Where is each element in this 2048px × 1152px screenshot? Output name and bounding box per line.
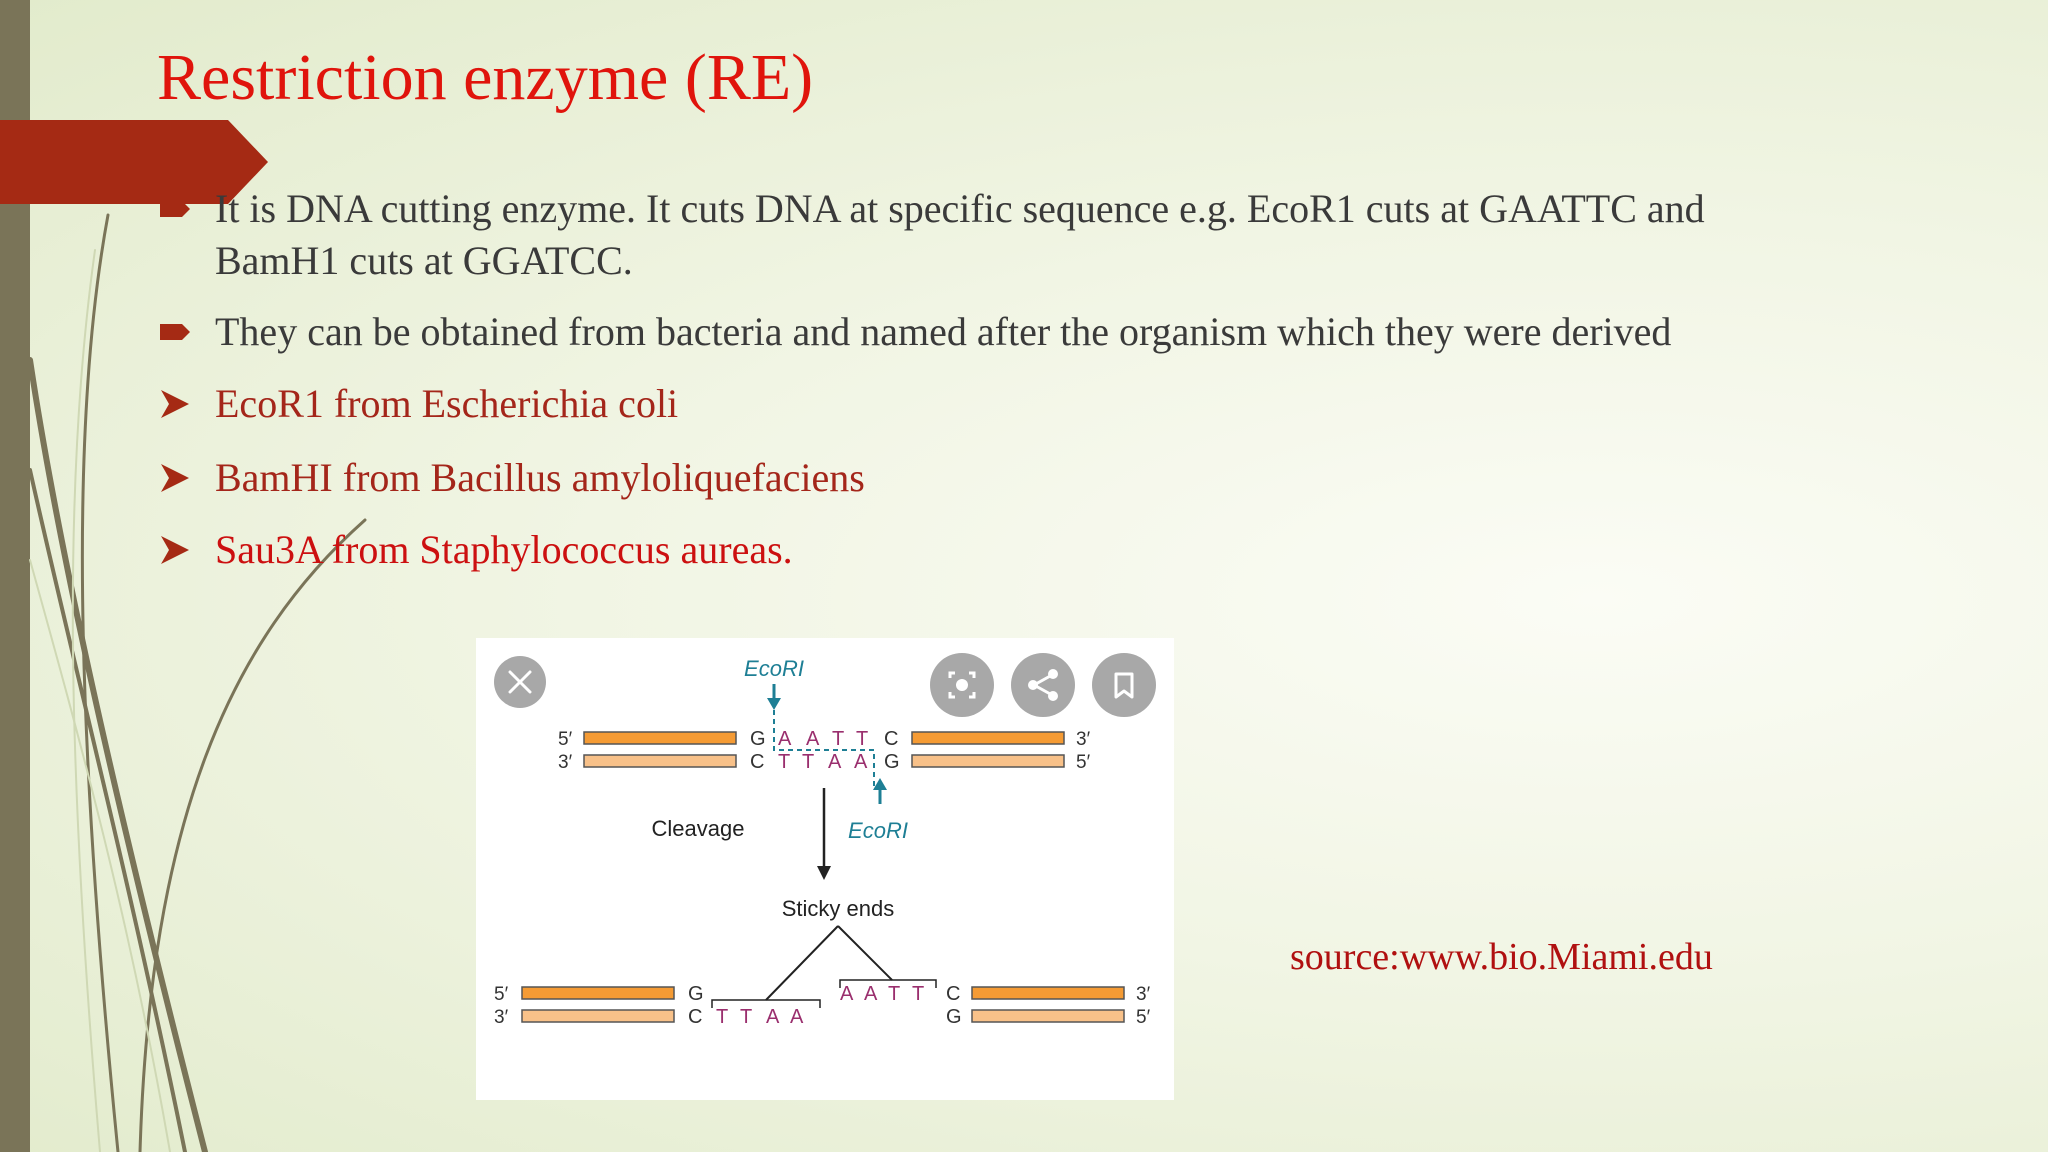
sequence-base: A xyxy=(840,983,854,1005)
enzyme-label-bottom: EcoRI xyxy=(848,818,908,843)
strand-end-label: 3′ xyxy=(1076,729,1091,750)
arrowhead-bullet-icon xyxy=(161,464,189,492)
sequence-base: A xyxy=(766,1006,780,1028)
fragment-left-top-strand xyxy=(521,986,675,1000)
arrowhead-bullet-icon xyxy=(161,536,189,564)
arrowhead-bullet-icon xyxy=(161,390,189,418)
slide-title: Restriction enzyme (RE) xyxy=(157,41,814,114)
strand-end-label: 5′ xyxy=(494,984,509,1005)
sequence-base: T xyxy=(740,1006,752,1028)
sequence-base: T xyxy=(912,983,924,1005)
bullet-text: They can be obtained from bacteria and n… xyxy=(215,309,1672,354)
ecori-cleavage-diagram: EcoRI 5′ 3′ 3′ 5′ G A A T T C C T T A A xyxy=(494,653,1156,1028)
sequence-base: A xyxy=(854,751,868,773)
strand-end-label: 5′ xyxy=(558,729,573,750)
sequence-base: G xyxy=(688,983,704,1005)
accent-arrow-shape xyxy=(0,120,268,204)
sequence-base: C xyxy=(750,751,765,773)
share-icon xyxy=(1028,669,1058,701)
enzyme-arrow-bottom-head xyxy=(873,778,887,790)
sequence-base: G xyxy=(750,728,767,750)
sticky-end-bracket-right xyxy=(839,979,937,988)
sticky-end-bracket-left xyxy=(711,999,821,1008)
close-icon xyxy=(508,670,532,694)
restriction-enzyme-figure: EcoRI 5′ 3′ 3′ 5′ G A A T T C C T T A A xyxy=(476,638,1174,1100)
sequence-base: G xyxy=(946,1006,962,1028)
fragment-right-bottom-strand xyxy=(971,1009,1125,1023)
sequence-base: T xyxy=(778,751,791,773)
cut-site-line xyxy=(773,710,875,788)
sequence-base: T xyxy=(802,751,815,773)
bullet-text: It is DNA cutting enzyme. It cuts DNA at… xyxy=(215,186,1705,231)
sequence-base: A xyxy=(864,983,878,1005)
strand-end-label: 5′ xyxy=(1136,1007,1151,1028)
share-button[interactable] xyxy=(1011,653,1075,717)
sticky-ends-pointer xyxy=(765,925,893,1001)
sequence-base: A xyxy=(790,1006,804,1028)
fragment-left-bottom-strand xyxy=(521,1009,675,1023)
fragment-right-top-strand xyxy=(971,986,1125,1000)
bookmark-button[interactable] xyxy=(1092,653,1156,717)
strand-end-label: 3′ xyxy=(558,752,573,773)
sequence-base: C xyxy=(688,1006,702,1028)
example-text: Sau3A from Staphylococcus aureas. xyxy=(215,527,793,572)
bullet-marker-icon xyxy=(160,201,190,217)
enzyme-arrow-top-head xyxy=(767,698,781,710)
sequence-base: A xyxy=(778,728,792,750)
dna-bottom-strand-left xyxy=(583,754,737,768)
strand-end-label: 5′ xyxy=(1076,752,1091,773)
example-text: BamHI from Bacillus amyloliquefaciens xyxy=(215,455,865,500)
sticky-ends-label: Sticky ends xyxy=(782,896,895,921)
cleavage-arrow-head xyxy=(817,866,831,880)
sequence-base: C xyxy=(946,983,960,1005)
lens-search-icon xyxy=(948,671,976,699)
lens-search-button[interactable] xyxy=(930,653,994,717)
enzyme-label-top: EcoRI xyxy=(744,656,804,681)
bookmark-icon xyxy=(1114,672,1134,699)
sequence-base: T xyxy=(716,1006,728,1028)
sequence-base: A xyxy=(828,751,842,773)
sequence-base: T xyxy=(888,983,900,1005)
dna-top-strand-left xyxy=(583,731,737,745)
cleavage-label: Cleavage xyxy=(652,816,745,841)
bullet-text-continued: BamH1 cuts at GGATCC. xyxy=(215,238,633,283)
bullet-marker-icon xyxy=(160,324,190,340)
sequence-base: T xyxy=(856,728,869,750)
strand-end-label: 3′ xyxy=(494,1007,509,1028)
sequence-base: C xyxy=(884,728,899,750)
close-button[interactable] xyxy=(494,656,546,708)
sequence-base: G xyxy=(884,751,901,773)
source-citation: source:www.bio.Miami.edu xyxy=(1290,936,1713,978)
sequence-base: T xyxy=(832,728,845,750)
dna-top-strand-right xyxy=(911,731,1065,745)
dna-bottom-strand-right xyxy=(911,754,1065,768)
decorative-stems xyxy=(27,213,367,1152)
sequence-base: A xyxy=(806,728,820,750)
strand-end-label: 3′ xyxy=(1136,984,1151,1005)
example-text: EcoR1 from Escherichia coli xyxy=(215,381,679,426)
